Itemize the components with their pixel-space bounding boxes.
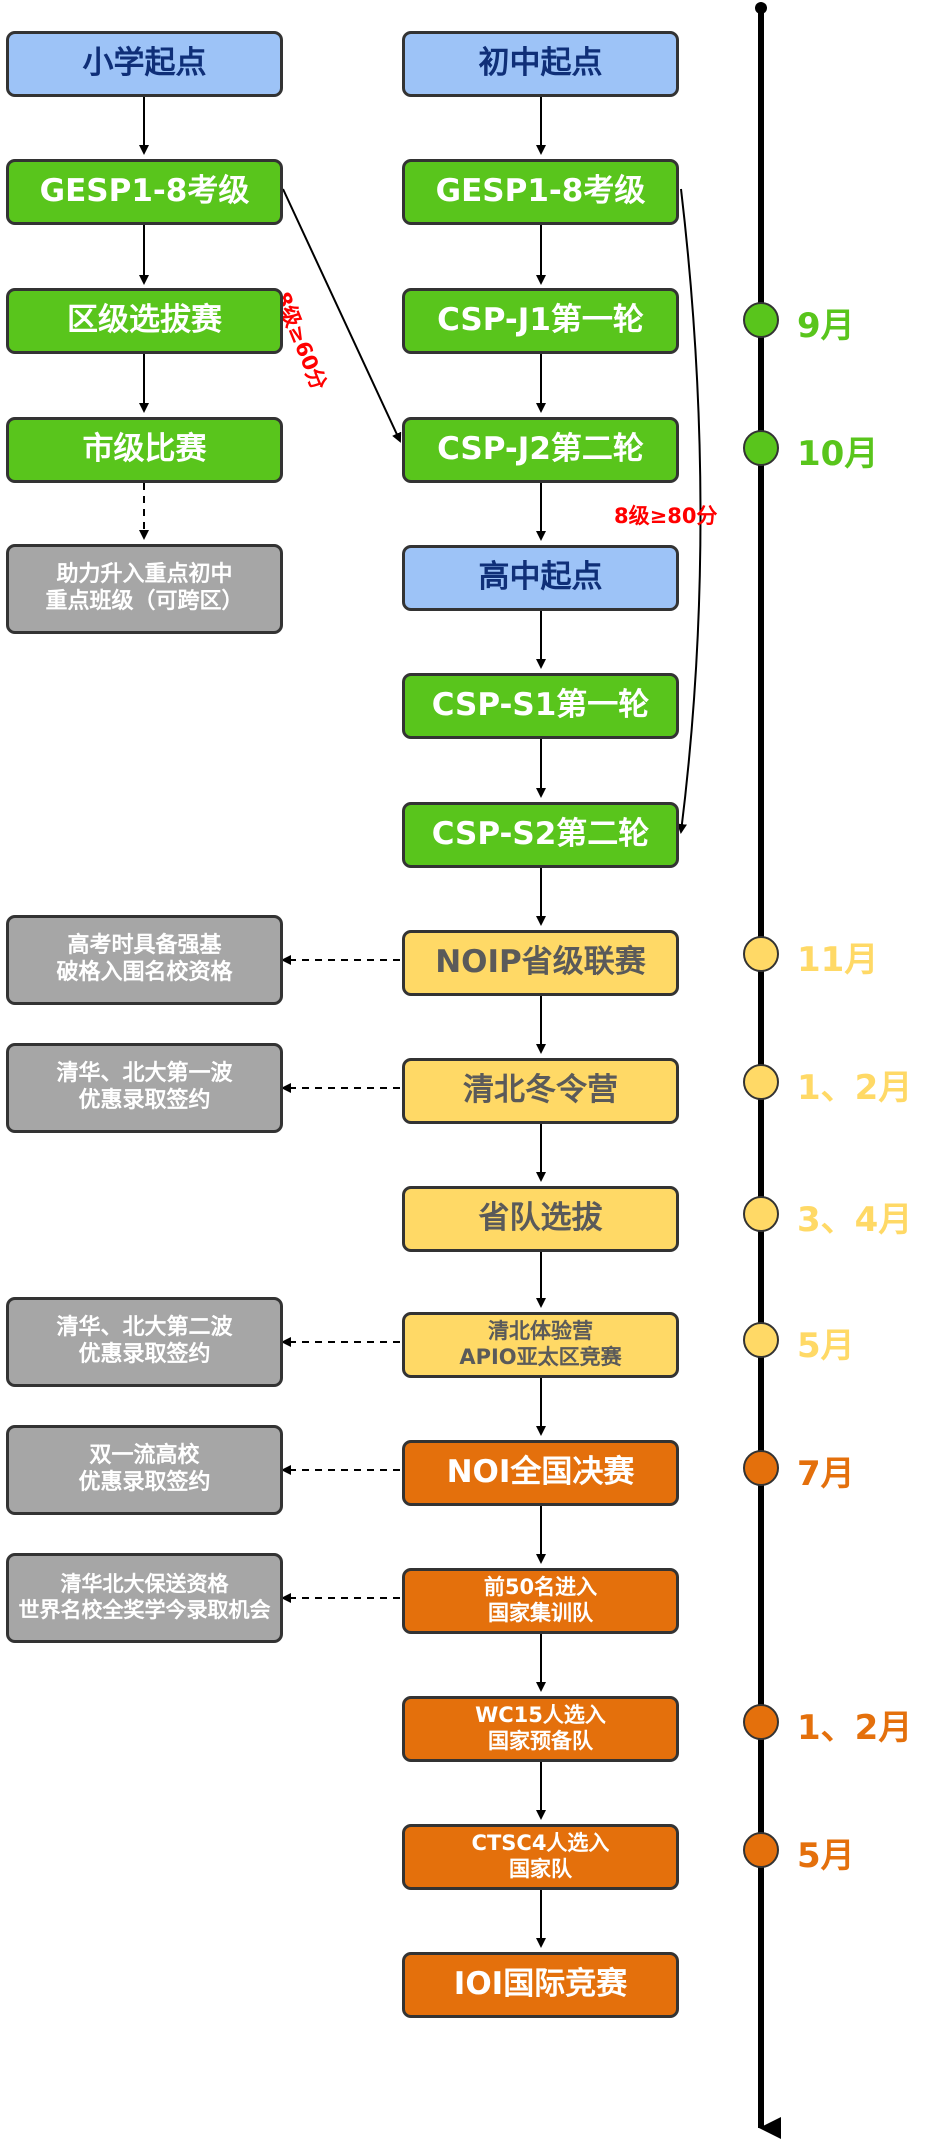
- wc-box: WC15人选入 国家预备队: [402, 1696, 679, 1762]
- ctsc-box: CTSC4人选入 国家队: [402, 1824, 679, 1890]
- primary-start-box: 小学起点: [6, 31, 283, 97]
- outcome-5-line2: 世界名校全奖学今录取机会: [18, 1598, 271, 1622]
- key-middle-school-box: 助力升入重点初中 重点班级（可跨区）: [6, 544, 283, 634]
- outcome-3-line1: 清华、北大第二波: [56, 1315, 233, 1341]
- month-label-3-4: 3、4月: [797, 1200, 913, 1240]
- national-training-line2: 国家集训队: [488, 1601, 593, 1625]
- apio-line2: APIO亚太区竞赛: [459, 1345, 622, 1369]
- month-label-5-a: 5月: [797, 1326, 855, 1366]
- timeline-dot-10: [743, 430, 779, 466]
- timeline-dot-5-b: [743, 1832, 779, 1868]
- outcome-double-first-class-box: 双一流高校 优惠录取签约: [6, 1425, 283, 1515]
- wc-line2: 国家预备队: [488, 1729, 593, 1753]
- provincial-selection-box: 省队选拔: [402, 1186, 679, 1252]
- month-label-1-2-a: 1、2月: [797, 1068, 913, 1108]
- gesp-mid-box: GESP1-8考级: [402, 159, 679, 225]
- apio-line1: 清北体验营: [488, 1319, 593, 1344]
- apio-box: 清北体验营 APIO亚太区竞赛: [402, 1312, 679, 1378]
- outcome-1-line2: 破格入围名校资格: [56, 960, 233, 985]
- ctsc-line2: 国家队: [509, 1857, 572, 1881]
- arrow-gesp-mid-to-s2: [677, 188, 702, 834]
- timeline-dot-3-4: [743, 1196, 779, 1232]
- outcome-second-wave-box: 清华、北大第二波 优惠录取签约: [6, 1297, 283, 1387]
- city-competition-box: 市级比赛: [6, 417, 283, 483]
- noip-box: NOIP省级联赛: [402, 930, 679, 996]
- month-label-10: 10月: [797, 434, 879, 474]
- timeline-dot-9: [743, 302, 779, 338]
- high-school-start-box: 高中起点: [402, 545, 679, 611]
- month-label-1-2-b: 1、2月: [797, 1708, 913, 1748]
- month-label-11: 11月: [797, 940, 879, 980]
- timeline-dot-7: [743, 1450, 779, 1486]
- month-label-7: 7月: [797, 1454, 855, 1494]
- winter-camp-box: 清北冬令营: [402, 1058, 679, 1124]
- gesp-left-box: GESP1-8考级: [6, 159, 283, 225]
- month-label-5-b: 5月: [797, 1836, 855, 1876]
- outcome-1-line1: 高考时具备强基: [67, 933, 222, 959]
- csp-s2-box: CSP-S2第二轮: [402, 802, 679, 868]
- outcome-5-line1: 清华北大保送资格: [60, 1572, 229, 1597]
- outcome-strong-base-box: 高考时具备强基 破格入围名校资格: [6, 915, 283, 1005]
- ioi-box: IOI国际竞赛: [402, 1952, 679, 2018]
- key-middle-school-line1: 助力升入重点初中: [56, 562, 233, 588]
- csp-j1-box: CSP-J1第一轮: [402, 288, 679, 354]
- timeline-dot-1-2-b: [743, 1704, 779, 1740]
- ctsc-line1: CTSC4人选入: [471, 1831, 610, 1856]
- national-training-line1: 前50名进入: [483, 1575, 598, 1600]
- key-middle-school-line2: 重点班级（可跨区）: [45, 589, 244, 614]
- outcome-4-line1: 双一流高校: [89, 1443, 200, 1469]
- timeline-dot-1-2-a: [743, 1064, 779, 1100]
- outcome-2-line1: 清华、北大第一波: [56, 1061, 233, 1087]
- timeline-dot-11: [743, 936, 779, 972]
- outcome-first-wave-box: 清华、北大第一波 优惠录取签约: [6, 1043, 283, 1133]
- arrow-gesp-left-to-j2: [282, 188, 402, 443]
- csp-s1-box: CSP-S1第一轮: [402, 673, 679, 739]
- outcome-4-line2: 优惠录取签约: [78, 1470, 211, 1495]
- csp-j2-box: CSP-J2第二轮: [402, 417, 679, 483]
- noi-final-box: NOI全国决赛: [402, 1440, 679, 1506]
- timeline-dot-5-a: [743, 1322, 779, 1358]
- outcome-3-line2: 优惠录取签约: [78, 1342, 211, 1367]
- month-label-9: 9月: [797, 306, 855, 346]
- district-selection-box: 区级选拔赛: [6, 288, 283, 354]
- national-training-box: 前50名进入 国家集训队: [402, 1568, 679, 1634]
- threshold-label-80: 8级≥80分: [614, 504, 718, 528]
- middle-school-start-box: 初中起点: [402, 31, 679, 97]
- outcome-guaranteed-admission-box: 清华北大保送资格 世界名校全奖学今录取机会: [6, 1553, 283, 1643]
- outcome-2-line2: 优惠录取签约: [78, 1088, 211, 1113]
- wc-line1: WC15人选入: [475, 1703, 606, 1728]
